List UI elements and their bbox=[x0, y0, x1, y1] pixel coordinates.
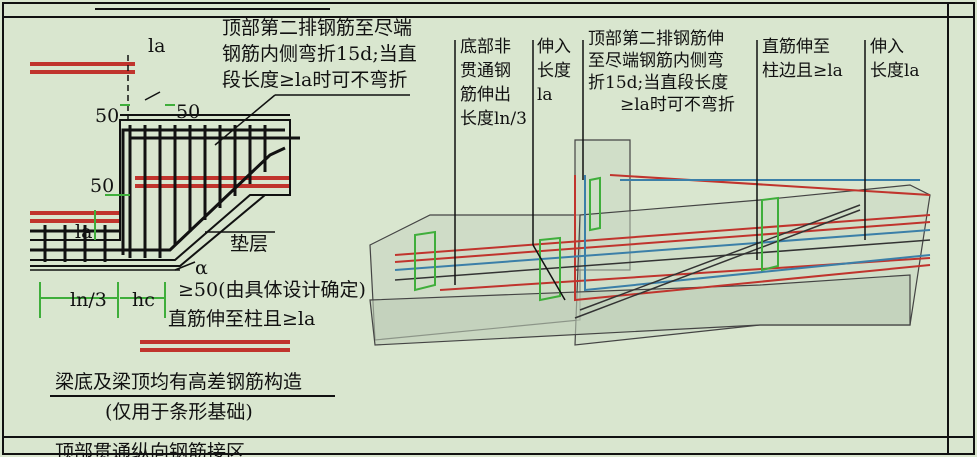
beam-outline bbox=[30, 119, 291, 261]
dim-50-c: 50 bbox=[90, 175, 114, 197]
blue-bars-3d bbox=[394, 175, 931, 292]
green-stirrups-3d bbox=[414, 176, 779, 302]
callout-2-line3: la bbox=[537, 85, 553, 105]
note-leader-2 bbox=[214, 94, 276, 146]
ge50-note: ≥50(由具体设计确定) bbox=[178, 279, 366, 301]
callout-2-line1: 伸入 bbox=[537, 37, 571, 57]
main-bar-2 bbox=[30, 146, 286, 252]
block-base bbox=[369, 274, 911, 346]
green-dims bbox=[39, 104, 175, 318]
left-section: la 顶部第二排钢筋至尽端 钢筋内侧弯折15d;当直 段长度≥la时可不弯折 5… bbox=[30, 17, 417, 457]
caption-title: 梁底及梁顶均有高差钢筋构造 bbox=[55, 371, 302, 393]
note-left-line3: 段长度≥la时可不弯折 bbox=[222, 69, 407, 91]
bottom-text: 顶部贯通纵向钢筋接区 bbox=[55, 441, 245, 457]
hc-label: hc bbox=[132, 289, 155, 311]
pad-label: 垫层 bbox=[230, 233, 268, 255]
callout-leaders bbox=[454, 40, 866, 301]
callout-1-line1: 底部非 bbox=[460, 37, 511, 57]
ln3-label: ln/3 bbox=[70, 289, 107, 311]
callout-4-line1: 直筋伸至 bbox=[762, 37, 830, 57]
alpha-mark bbox=[174, 261, 196, 271]
straight-note: 直筋伸至柱且≥la bbox=[168, 308, 315, 330]
callout-1-line3: 筋伸出 bbox=[460, 85, 511, 105]
right-3d-view: 底部非 贯通钢 筋伸出 长度ln/3 伸入 长度 la 顶部第二排钢筋伸 至尽端… bbox=[369, 29, 931, 346]
callout-1-line4: 长度ln/3 bbox=[460, 109, 527, 129]
callout-2-line2: 长度 bbox=[537, 61, 571, 81]
callout-1-line2: 贯通钢 bbox=[460, 61, 511, 81]
la-vertical-label: la bbox=[75, 221, 92, 243]
callout-3-line3: 折15d;当直段长度 bbox=[588, 73, 728, 93]
callout-3-line4: ≥la时可不弯折 bbox=[620, 95, 735, 115]
grey-bars-3d bbox=[394, 204, 931, 319]
dim-50-b: 50 bbox=[176, 101, 200, 123]
callout-3-line1: 顶部第二排钢筋伸 bbox=[588, 29, 724, 49]
cushion-line bbox=[30, 194, 290, 267]
break-mark bbox=[144, 91, 161, 101]
callout-3-line2: 至尽端钢筋内侧弯 bbox=[588, 51, 724, 71]
callout-5-line2: 长度la bbox=[870, 61, 920, 81]
callout-5-line1: 伸入 bbox=[870, 37, 904, 57]
dim-50-a: 50 bbox=[95, 105, 119, 127]
caption-sub: (仅用于条形基础) bbox=[105, 401, 253, 423]
alpha-label: α bbox=[195, 257, 208, 279]
note-left-line1: 顶部第二排钢筋至尽端 bbox=[222, 17, 412, 39]
callout-4-line2: 柱边且≥la bbox=[762, 61, 843, 81]
note-left-line2: 钢筋内侧弯折15d;当直 bbox=[222, 43, 417, 65]
la-top-label: la bbox=[148, 35, 165, 57]
main-bar-1 bbox=[121, 128, 285, 255]
